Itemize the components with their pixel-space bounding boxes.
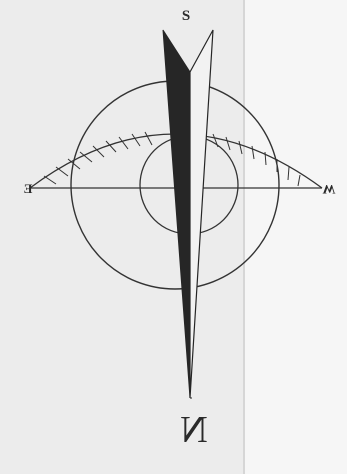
label-right-w: W	[323, 182, 336, 197]
needle-light-half	[190, 30, 213, 398]
label-left-e: E	[24, 181, 33, 196]
label-top-s: S	[182, 8, 190, 24]
needle-dark-half	[163, 30, 190, 398]
label-bottom-n: N	[180, 409, 207, 451]
